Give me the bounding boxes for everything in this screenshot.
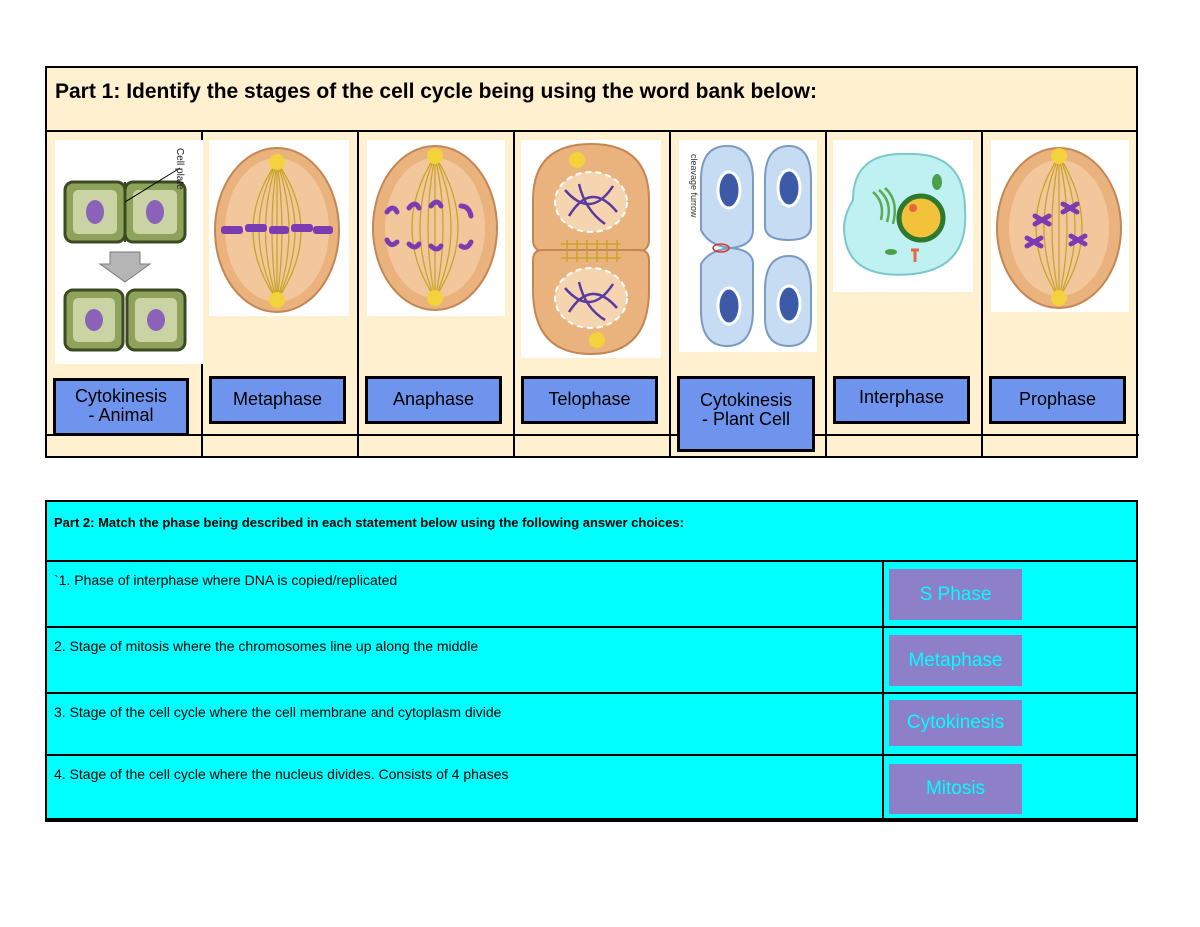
part1-table: Part 1: Identify the stages of the cell … (45, 66, 1139, 458)
stage-cell-interphase: Interphase (827, 132, 983, 456)
label-cytokinesis-animal: Cytokinesis - Animal (53, 378, 189, 436)
answer-box-4: Mitosis (889, 764, 1022, 814)
stage-cell-cytokinesis-plant: cleavage furrow Cytokinesis - Plant Cell (671, 132, 827, 456)
question-text-2: 2. Stage of mitosis where the chromosome… (54, 638, 479, 654)
stage-cell-cytokinesis-animal: Cell plate Cytokinesis - Animal (47, 132, 203, 456)
question-text-1: `1. Phase of interphase where DNA is cop… (54, 572, 398, 588)
question-row-1: `1. Phase of interphase where DNA is cop… (47, 562, 1136, 628)
label-anaphase: Anaphase (365, 376, 502, 424)
cleavage-furrow-annotation: cleavage furrow (689, 154, 699, 218)
part2-title: Part 2: Match the phase being described … (54, 515, 684, 530)
label-cytokinesis-plant: Cytokinesis - Plant Cell (677, 376, 815, 452)
part1-title-row: Part 1: Identify the stages of the cell … (47, 68, 1136, 132)
question-text-3: 3. Stage of the cell cycle where the cel… (54, 704, 502, 720)
stage-cell-telophase: Telophase (515, 132, 671, 456)
prophase-illustration (991, 140, 1129, 312)
label-metaphase: Metaphase (209, 376, 346, 424)
label-telophase: Telophase (521, 376, 658, 424)
anaphase-illustration (367, 140, 505, 316)
stage-cell-anaphase: Anaphase (359, 132, 515, 456)
question-text-4: 4. Stage of the cell cycle where the nuc… (54, 766, 509, 782)
label-prophase: Prophase (989, 376, 1126, 424)
answer-column-divider (882, 562, 884, 820)
cell-plate-annotation: Cell plate (174, 148, 185, 190)
metaphase-illustration (209, 140, 349, 316)
cytokinesis-plant-illustration: cleavage furrow (679, 140, 817, 352)
telophase-illustration (521, 140, 661, 358)
label-interphase: Interphase (833, 376, 970, 424)
question-row-2: 2. Stage of mitosis where the chromosome… (47, 628, 1136, 694)
part2-table: Part 2: Match the phase being described … (45, 500, 1138, 822)
part1-title: Part 1: Identify the stages of the cell … (55, 80, 817, 103)
answer-box-2: Metaphase (889, 635, 1022, 686)
interphase-illustration (833, 140, 973, 292)
cytokinesis-animal-illustration: Cell plate (55, 140, 203, 364)
question-row-3: 3. Stage of the cell cycle where the cel… (47, 694, 1136, 756)
question-row-4: 4. Stage of the cell cycle where the nuc… (47, 756, 1136, 820)
answer-box-1: S Phase (889, 569, 1022, 620)
part2-title-row: Part 2: Match the phase being described … (47, 502, 1136, 562)
stage-cell-prophase: Prophase (983, 132, 1139, 456)
answer-box-3: Cytokinesis (889, 700, 1022, 746)
stage-cell-metaphase: Metaphase (203, 132, 359, 456)
